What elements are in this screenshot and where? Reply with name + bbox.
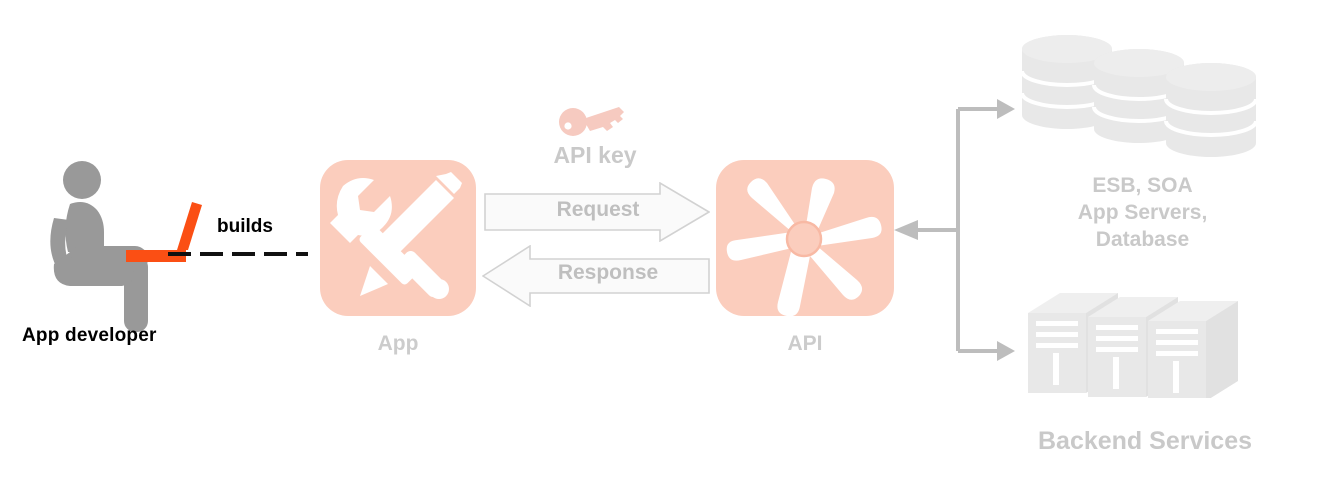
data-tier-label-line-1: ESB, SOA: [1092, 174, 1193, 197]
response-arrow: [481, 244, 710, 308]
database-stack-icon: [1020, 33, 1262, 160]
api-node-label: API: [787, 332, 823, 355]
app-developer-label: App developer: [22, 325, 157, 346]
response-label: Response: [557, 261, 659, 284]
server-rack-icon: [1028, 283, 1258, 401]
app-node-label: App: [377, 332, 419, 355]
data-tier-label: ESB, SOA App Servers, Database: [1010, 172, 1275, 253]
data-tier-label-line-3: Database: [1095, 228, 1190, 251]
key-icon: [558, 98, 628, 138]
api-key-label: API key: [553, 142, 637, 168]
request-arrow: [484, 181, 711, 243]
api-node[interactable]: [716, 160, 894, 317]
backend-connector-lines: [885, 95, 1015, 365]
app-node[interactable]: [320, 160, 476, 316]
data-tier-label-line-2: App Servers,: [1077, 201, 1208, 224]
builds-relation-label: builds: [217, 216, 273, 237]
backend-services-label: Backend Services: [1037, 427, 1253, 455]
request-label: Request: [556, 198, 640, 221]
builds-dashed-line: [168, 245, 308, 256]
